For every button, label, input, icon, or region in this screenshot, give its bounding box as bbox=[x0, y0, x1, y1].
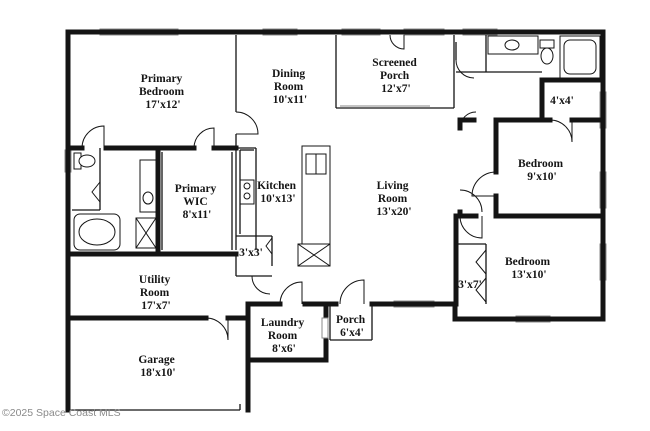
room-label-living-room: Living Room 13'x20' bbox=[376, 180, 411, 218]
room-label-porch: Porch 6'x4' bbox=[336, 314, 368, 339]
room-label-primary-bedroom: Primary Bedroom 17'x12' bbox=[139, 73, 187, 111]
fixtures bbox=[73, 35, 601, 339]
copyright-watermark: ©2025 Space Coast MLS bbox=[2, 407, 121, 419]
closet-label-3x7: 3'x7' bbox=[458, 279, 482, 291]
room-label-screened-porch: Screened Porch 12'x7' bbox=[372, 57, 419, 95]
closet-label-4x4: 4'x4' bbox=[550, 95, 574, 107]
sink-icon bbox=[305, 153, 317, 175]
room-label-dining-room: Dining Room 10'x11' bbox=[272, 68, 308, 106]
toilet-icon bbox=[78, 154, 96, 168]
walls bbox=[65, 29, 606, 413]
doors bbox=[81, 34, 573, 341]
closet-label-3x3: 3'x3' bbox=[239, 247, 263, 259]
room-label-laundry-room: Laundry Room 8'x6' bbox=[261, 317, 307, 355]
room-label-primary-wic: Primary WIC 8'x11' bbox=[175, 183, 219, 221]
room-label-utility-room: Utility Room 17'x7' bbox=[139, 274, 173, 312]
room-label-bedroom-north: Bedroom 9'x10' bbox=[518, 158, 566, 183]
toilet-icon-2 bbox=[540, 47, 554, 65]
room-label-bedroom-south: Bedroom 13'x10' bbox=[505, 256, 553, 281]
room-label-garage: Garage 18'x10' bbox=[138, 354, 177, 379]
room-labels: Primary Bedroom 17'x12' Dining Room 10'x… bbox=[138, 57, 573, 379]
room-label-kitchen: Kitchen 10'x13' bbox=[257, 180, 299, 205]
